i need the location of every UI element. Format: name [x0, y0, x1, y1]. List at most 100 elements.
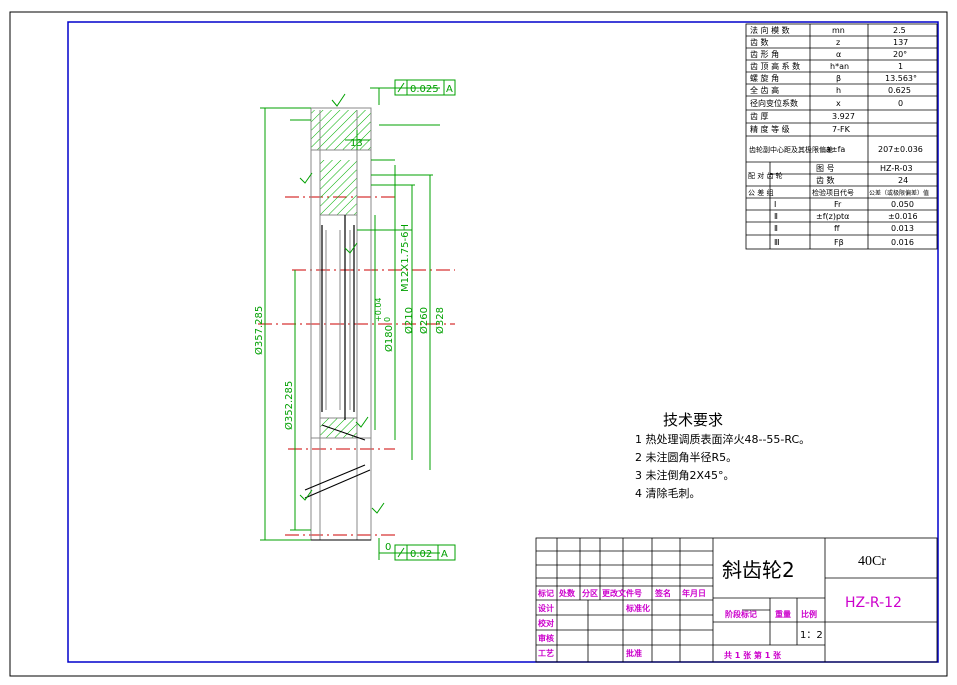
svg-text:1: 1 [898, 62, 903, 71]
dim-thread: M12X1.75-6H [400, 224, 411, 292]
note-item-3: 3 未注倒角2X45°。 [635, 468, 735, 482]
svg-text:Fβ: Fβ [834, 238, 844, 247]
roughness-symbol-right [371, 502, 385, 514]
svg-text:0: 0 [898, 99, 903, 108]
svg-text:HZ-R-03: HZ-R-03 [880, 164, 913, 173]
svg-text:13.563°: 13.563° [885, 74, 917, 83]
svg-text:207±0.036: 207±0.036 [878, 145, 923, 154]
svg-text:螺 旋 角: 螺 旋 角 [750, 73, 779, 83]
runout-top-datum: A [446, 84, 453, 95]
svg-text:a±fa: a±fa [826, 145, 845, 154]
svg-text:20°: 20° [893, 50, 907, 59]
dim-tip-diameter: Ø357.285 [253, 306, 265, 355]
outer-frame [9, 11, 948, 677]
svg-text:137: 137 [893, 38, 908, 47]
dim-root-diameter: Ø352.285 [283, 381, 295, 430]
title-block: 斜齿轮2 40Cr HZ-R-12 标记 处数 分区 更改文件号 签名 年月日 … [535, 537, 938, 663]
svg-text:齿轮副中心距及其极限偏差: 齿轮副中心距及其极限偏差 [749, 145, 833, 154]
svg-text:±f(z)ptα: ±f(z)ptα [816, 212, 849, 221]
dim-web-diameter: Ø328 [434, 307, 446, 334]
svg-text:处数: 处数 [558, 588, 576, 598]
svg-text:设计: 设计 [538, 603, 554, 613]
svg-text:0.013: 0.013 [891, 224, 914, 233]
svg-text:共 1 张 第 1 张: 共 1 张 第 1 张 [724, 650, 782, 660]
svg-text:法 向 模 数: 法 向 模 数 [750, 25, 790, 35]
svg-text:h: h [836, 86, 841, 95]
svg-text:0.016: 0.016 [891, 238, 914, 247]
svg-text:7-FK: 7-FK [832, 125, 851, 134]
runout-frame-bottom: 0.02 A [394, 544, 456, 561]
roughness-symbol-inner [355, 416, 369, 428]
dim-hub-diameter: Ø210 [403, 307, 415, 334]
svg-text:审核: 审核 [538, 633, 554, 643]
dim-width: 13 [350, 138, 363, 149]
svg-text:z: z [836, 38, 840, 47]
svg-text:ff: ff [834, 224, 840, 233]
part-name: 斜齿轮2 [722, 558, 795, 582]
dim-bore: Ø180 [383, 325, 395, 352]
hatch-hub-lower [320, 418, 357, 438]
runout-top-value: 0.025 [410, 84, 439, 95]
svg-text:Ⅱ: Ⅱ [774, 224, 778, 233]
runout-bottom-datum: A [441, 549, 448, 560]
material: 40Cr [858, 554, 886, 569]
parameter-table: 法 向 模 数 mn 2.5 齿 数 z 137 齿 形 角 α 20° 齿 顶… [745, 23, 938, 250]
svg-text:0.050: 0.050 [891, 200, 914, 209]
svg-text:径向变位系数: 径向变位系数 [750, 98, 798, 108]
dim-bore-tol-upper: +0.04 [374, 297, 383, 322]
technical-notes: 技术要求 1 热处理调质表面淬火48--55-RC。 2 未注圆角半径R5。 3… [635, 411, 810, 500]
dim-bolt-diameter: Ø260 [418, 307, 430, 334]
svg-text:β: β [836, 74, 841, 83]
svg-text:图 号: 图 号 [816, 164, 835, 173]
roughness-symbol-left2 [299, 489, 313, 501]
svg-text:齿 数: 齿 数 [750, 37, 769, 47]
svg-text:Ⅲ: Ⅲ [774, 238, 780, 247]
svg-text:x: x [836, 99, 841, 108]
svg-text:校对: 校对 [538, 618, 554, 628]
inner-frame [67, 21, 939, 663]
gear-section-view: 0.025 A 0.02 A Ø357.285 Ø352.285 M12X1.7… [253, 79, 456, 561]
svg-text:全 齿 高: 全 齿 高 [750, 85, 779, 95]
svg-text:24: 24 [898, 176, 908, 185]
svg-text:2.5: 2.5 [893, 26, 906, 35]
svg-text:配 对 齿 轮: 配 对 齿 轮 [748, 171, 783, 180]
runout-bottom-value: 0.02 [410, 549, 432, 560]
roughness-symbol-top [331, 93, 346, 107]
svg-text:比例: 比例 [801, 609, 817, 619]
svg-text:年月日: 年月日 [682, 588, 706, 598]
svg-text:齿 形 角: 齿 形 角 [750, 49, 779, 59]
notes-title: 技术要求 [663, 411, 723, 429]
svg-text:mn: mn [832, 26, 845, 35]
svg-text:公 差 组: 公 差 组 [748, 188, 773, 197]
svg-text:分区: 分区 [582, 588, 598, 598]
note-item-4: 4 清除毛刺。 [635, 486, 701, 500]
svg-text:标记: 标记 [537, 588, 554, 598]
svg-text:Ⅰ: Ⅰ [774, 200, 776, 209]
svg-text:α: α [836, 50, 841, 59]
svg-text:批准: 批准 [626, 648, 642, 658]
svg-text:阶段标记: 阶段标记 [725, 609, 757, 619]
svg-text:重量: 重量 [775, 609, 791, 619]
note-item-1: 1 热处理调质表面淬火48--55-RC。 [635, 432, 810, 446]
dim-bore-tol-lower: 0 [383, 317, 392, 322]
svg-text:齿 顶 高 系 数: 齿 顶 高 系 数 [750, 61, 800, 71]
svg-text:Ⅱ: Ⅱ [774, 212, 778, 221]
svg-text:标准化: 标准化 [625, 603, 650, 613]
hatch-rim-top [311, 110, 371, 150]
drawing-number: HZ-R-12 [845, 595, 902, 611]
roughness-symbol-bore [344, 242, 358, 254]
hatch-hub-top [320, 160, 357, 215]
svg-text:±0.016: ±0.016 [888, 212, 918, 221]
svg-text:签名: 签名 [654, 588, 671, 598]
svg-text:精 度 等 级: 精 度 等 级 [750, 124, 790, 134]
svg-text:0.625: 0.625 [888, 86, 911, 95]
svg-text:检验项目代号: 检验项目代号 [812, 188, 854, 197]
svg-text:齿 厚: 齿 厚 [750, 112, 769, 121]
svg-text:公差（或极限偏差）值: 公差（或极限偏差）值 [869, 189, 929, 197]
svg-text:齿 数: 齿 数 [816, 175, 835, 185]
roughness-symbol-left1 [299, 172, 313, 184]
svg-text:更改文件号: 更改文件号 [602, 588, 642, 598]
scale-value: 1：2 [800, 630, 823, 641]
svg-text:工艺: 工艺 [538, 648, 554, 658]
